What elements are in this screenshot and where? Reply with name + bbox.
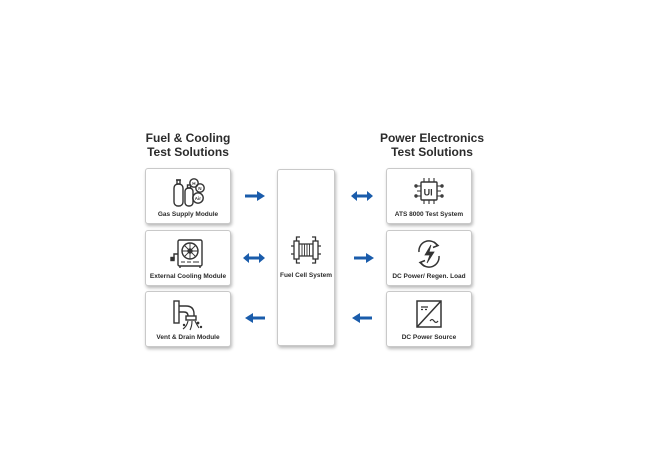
- gas-supply-module: H N Air Gas Supply Module: [145, 168, 231, 224]
- ats-8000-test-system: UI ATS 8000 Test System: [386, 168, 472, 224]
- arrow-gas-to-fuel-cell: [243, 190, 267, 202]
- dc-power-regen-label: DC Power/ Regen. Load: [392, 273, 466, 280]
- arrow-fuel-cell-to-regen: [352, 252, 376, 264]
- left-heading-line-2: Test Solutions: [147, 145, 229, 159]
- left-heading-line-1: Fuel & Cooling: [145, 131, 231, 145]
- arrow-dc-source-to-fuel-cell: [350, 312, 374, 324]
- fuel-cell-stack-icon: [278, 234, 334, 266]
- external-cooling-label: External Cooling Module: [149, 273, 227, 280]
- arrow-ats-bidirectional: [350, 190, 374, 202]
- right-heading-line-2: Test Solutions: [391, 145, 473, 159]
- ui-chip-text: UI: [424, 188, 433, 198]
- left-heading: Fuel & Cooling Test Solutions: [140, 131, 236, 159]
- right-heading-line-1: Power Electronics: [379, 131, 485, 145]
- gas-cylinders-icon: H N Air: [146, 175, 230, 209]
- fuel-cell-system-box: Fuel Cell System: [277, 169, 335, 346]
- external-cooling-module: External Cooling Module: [145, 230, 231, 286]
- ats-8000-label: ATS 8000 Test System: [394, 211, 464, 218]
- vent-drain-label: Vent & Drain Module: [156, 334, 220, 341]
- dc-power-source-label: DC Power Source: [401, 334, 457, 341]
- gas-label-h2: H: [192, 181, 196, 186]
- arrow-cooling-bidirectional: [242, 252, 266, 264]
- vent-drain-module: Vent & Drain Module: [145, 291, 231, 347]
- dc-source-icon: [387, 298, 471, 332]
- dc-power-source: DC Power Source: [386, 291, 472, 347]
- regen-power-icon: [387, 237, 471, 271]
- ui-chip-icon: UI: [387, 175, 471, 209]
- arrow-fuel-cell-to-vent: [243, 312, 267, 324]
- right-heading: Power Electronics Test Solutions: [376, 131, 488, 159]
- fuel-cell-system-label: Fuel Cell System: [279, 272, 333, 279]
- gas-supply-label: Gas Supply Module: [157, 211, 219, 218]
- gas-label-n2: N: [198, 186, 202, 191]
- dc-power-regen-load: DC Power/ Regen. Load: [386, 230, 472, 286]
- vent-drain-pipe-icon: [146, 298, 230, 332]
- gas-label-air: Air: [195, 196, 201, 201]
- cooling-unit-icon: [146, 237, 230, 271]
